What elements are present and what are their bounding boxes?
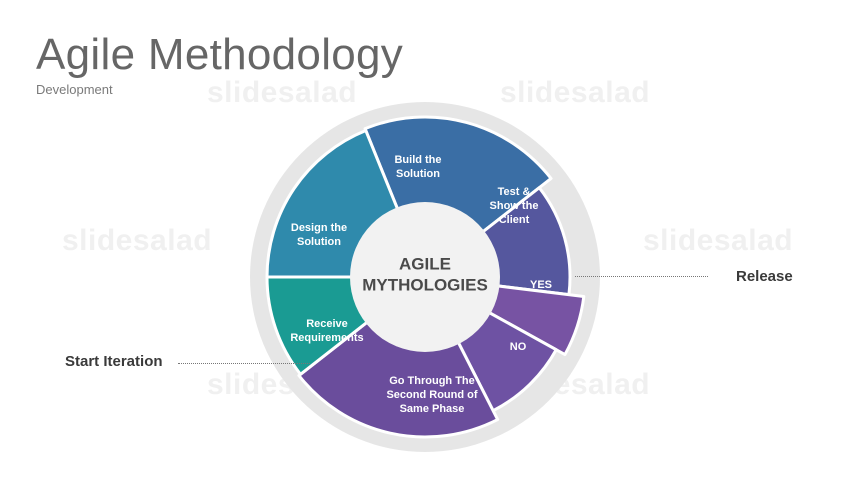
segment-label: NO xyxy=(510,341,527,353)
segment-label-line: Test & xyxy=(498,186,531,198)
segment-label-line: Client xyxy=(499,214,530,226)
center-circle xyxy=(350,202,500,352)
release-connector xyxy=(575,276,708,277)
segment-label-line: YES xyxy=(530,279,552,291)
start-iteration-label: Start Iteration xyxy=(65,353,163,370)
start-iteration-connector xyxy=(178,363,310,364)
segment-label-line: Second Round of xyxy=(386,389,477,401)
page-title: Agile Methodology xyxy=(36,30,404,79)
segment-label-line: Same Phase xyxy=(400,403,465,415)
page-subtitle: Development xyxy=(36,82,113,97)
segment-label-line: Solution xyxy=(297,236,341,248)
release-label: Release xyxy=(736,268,793,285)
segment-label-line: Build the xyxy=(394,154,441,166)
segment-label-line: Receive xyxy=(306,318,348,330)
segment-label-line: Requirements xyxy=(290,332,363,344)
segment-label-line: Design the xyxy=(291,222,347,234)
center-label: AGILE MYTHOLOGIES xyxy=(362,255,488,295)
segment-label: YES xyxy=(530,279,552,291)
segment-label-line: NO xyxy=(510,341,527,353)
center-label-line: AGILE xyxy=(399,255,451,274)
segment-label-line: Go Through The xyxy=(389,375,475,387)
segment-label-line: Solution xyxy=(396,168,440,180)
center-label-line: MYTHOLOGIES xyxy=(362,276,488,295)
segment-label-line: Show the xyxy=(490,200,539,212)
